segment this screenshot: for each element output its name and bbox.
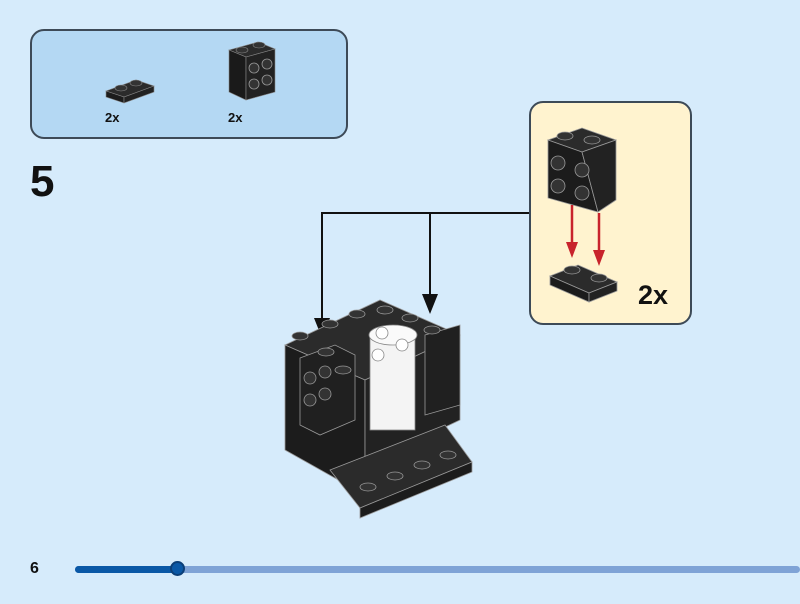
part-quantity-plate: 2x [105,110,120,125]
arrow-head-right [422,294,438,314]
model-assembly-illustration [284,299,473,519]
red-arrow-icons [570,205,601,253]
part-quantity-brick: 2x [228,110,243,125]
sub-brick-side [581,139,617,213]
sub-assembly-quantity: 2x [638,280,669,310]
brick-studs-on-side-part-icon [228,41,276,101]
connector-arrows [321,212,529,325]
plate-1x2-part-icon [105,79,155,104]
red-arrow-head-icon [593,250,605,266]
step-number: 5 [30,157,55,206]
page-number: 6 [30,560,39,577]
progress-thumb[interactable] [170,561,185,576]
red-arrow-head-icon [566,242,578,258]
progress-fill [75,566,179,573]
progress-track[interactable] [75,566,800,573]
parts-list-box [30,29,348,139]
